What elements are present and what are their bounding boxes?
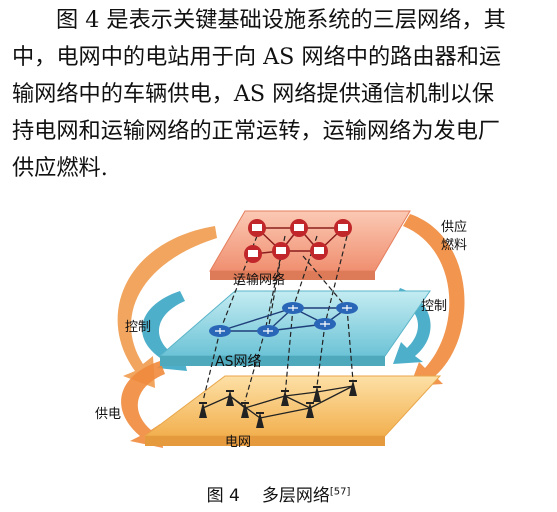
left-bottom-orange-arrow — [121, 361, 165, 448]
router-node — [209, 325, 231, 337]
power-tower-node — [226, 390, 234, 406]
as-network — [209, 302, 358, 337]
caption-reference: [57] — [329, 486, 351, 498]
power-tower-node — [349, 380, 357, 396]
grid-layer-label: 电网 — [225, 435, 251, 450]
power-supply-label: 供电 — [95, 407, 121, 422]
power-tower-node — [313, 386, 321, 402]
router-node — [282, 302, 304, 314]
caption-number: 图 4 — [206, 486, 240, 506]
power-tower-node — [256, 412, 264, 428]
paragraph-line: 输网络中的车辆供电，AS 网络提供通信机制以保 — [12, 81, 495, 107]
vehicle-node — [310, 242, 328, 260]
figure-caption: 图 4 多层网络[57] — [0, 481, 557, 506]
vehicle-node — [272, 242, 290, 260]
transport-layer — [209, 210, 411, 280]
power-tower-node — [241, 402, 249, 418]
power-tower-node — [306, 402, 314, 418]
vehicle-node — [248, 219, 266, 237]
control-right-label: 控制 — [421, 299, 447, 314]
vehicle-node — [244, 245, 262, 263]
paragraph-line: 持电网和运输网络的正常运转，运输网络为发电厂 — [12, 118, 501, 144]
paragraph-line: 图 4 是表示关键基础设施系统的三层网络，其 — [56, 7, 506, 33]
left-large-orange-arrow — [117, 226, 217, 388]
as-layer — [158, 290, 431, 366]
power-tower-node — [281, 390, 289, 406]
router-node — [257, 325, 279, 337]
transport-network — [244, 219, 352, 263]
right-blue-arrow — [393, 288, 431, 364]
multilayer-network-figure: 运输网络 AS网络 电网 供应 燃料 控制 控制 供电 — [95, 210, 467, 450]
power-tower-node — [199, 402, 207, 418]
right-orange-arrow — [403, 214, 465, 386]
supply-fuel-label-1: 供应 — [441, 219, 467, 235]
as-layer-label: AS网络 — [215, 354, 261, 370]
vehicle-node — [334, 219, 352, 237]
router-node — [336, 302, 358, 314]
control-left-label: 控制 — [125, 320, 151, 335]
paragraph-line: 供应燃料. — [12, 155, 108, 181]
grid-network — [199, 380, 357, 428]
caption-title: 多层网络 — [261, 486, 330, 506]
transport-layer-label: 运输网络 — [233, 272, 285, 288]
router-node — [314, 318, 336, 330]
grid-layer — [143, 375, 442, 446]
paragraph-line: 中，电网中的电站用于向 AS 网络中的路由器和运 — [12, 44, 502, 70]
curved-arrows — [117, 214, 465, 448]
vehicle-node — [290, 219, 308, 237]
body-paragraph: 图 4 是表示关键基础设施系统的三层网络，其 中，电网中的电站用于向 AS 网络… — [12, 2, 550, 187]
left-blue-arrow — [142, 291, 187, 371]
supply-fuel-label-2: 燃料 — [441, 237, 467, 253]
